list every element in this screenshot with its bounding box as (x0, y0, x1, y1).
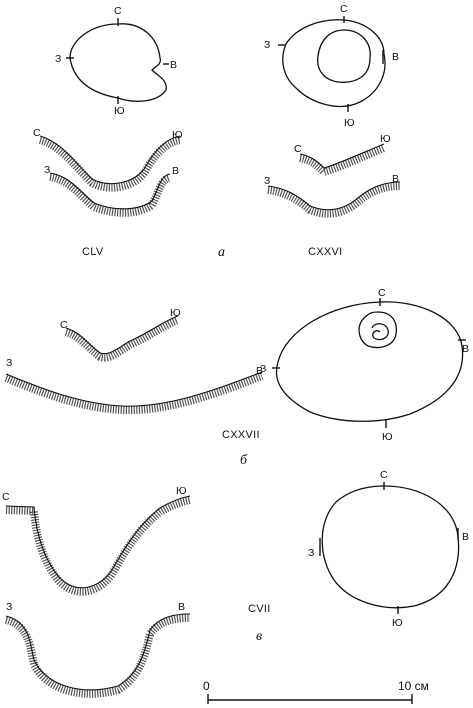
cxxvii-section-label-south: Ю (170, 307, 181, 319)
cxxvii-label-east: В (462, 343, 469, 355)
cxxvii-spiral-outer (358, 311, 398, 349)
specimen-label-cvii: CVII (248, 603, 271, 615)
cxxvii-label-south: Ю (382, 431, 393, 443)
cxxvi-label-east: В (392, 51, 399, 63)
cvii-plan-outline (321, 485, 460, 609)
cvii-label-south: Ю (392, 617, 403, 629)
cxxvi-section-label-south: Ю (380, 133, 391, 145)
cxxvii-sections: С Ю З В (6, 307, 263, 410)
cxxvi-label-north: С (340, 3, 348, 15)
cvii-label-west: З (308, 547, 314, 559)
cxxvi-section-label-west: З (264, 175, 270, 187)
clv-label-south: Ю (114, 105, 125, 117)
cvii-section-ns-fill (6, 500, 190, 592)
cxxvii-section-we-edge (5, 371, 263, 407)
cxxvii-section-label-east: В (256, 365, 263, 377)
cxxvi-plan-inner-outline (317, 29, 371, 83)
cxxvii-plan: С Ю З В (260, 287, 469, 443)
cxxvi-plan: С Ю З В (264, 3, 399, 129)
specimen-label-cxxvii: CXXVII (222, 429, 260, 441)
panel-label-b: б (240, 453, 248, 468)
cvii-sections: С Ю З В (2, 485, 190, 694)
scale-bar: 0 10 см (203, 679, 429, 704)
scale-end-label: 10 см (398, 679, 429, 693)
cxxvii-section-ns-fill (66, 320, 178, 358)
cvii-section-label-west: З (6, 601, 12, 613)
cxxvii-label-west: З (260, 363, 266, 375)
cxxvi-section-ns-fill (300, 148, 384, 172)
cxxvii-section-label-west: З (6, 357, 12, 369)
clv-label-north: С (114, 5, 122, 17)
clv-plan-outline (69, 23, 167, 102)
cxxvi-label-south: Ю (344, 117, 355, 129)
clv-section-label-south: Ю (172, 129, 183, 141)
specimen-label-cxxvi: CXXVI (308, 246, 343, 258)
cxxvii-section-we-fill (6, 376, 262, 410)
cxxvi-label-west: З (264, 39, 270, 51)
clv-label-east: В (170, 59, 177, 71)
cvii-section-label-south: Ю (176, 485, 187, 497)
cxxvii-spiral-inner (371, 323, 389, 341)
panel-label-v: в (256, 629, 262, 644)
cxxvii-spiral-mark (358, 311, 398, 349)
cxxvii-section-ns-edge (65, 315, 179, 355)
clv-section-label-east: В (172, 165, 179, 177)
clv-plan: С Ю З В (55, 5, 177, 117)
cxxvii-plan-outline (275, 301, 464, 422)
clv-label-west: З (55, 53, 61, 65)
cxxvi-plan-outline (282, 19, 386, 108)
clv-section-label-west: З (44, 164, 50, 176)
clv-sections: С Ю З В (33, 127, 183, 213)
cxxvi-section-label-north: С (294, 143, 302, 155)
cxxvii-label-north: С (378, 287, 386, 299)
clv-section-label-north: С (33, 127, 41, 139)
cvii-label-east: В (462, 531, 469, 543)
cxxvi-section-label-east: В (392, 173, 399, 185)
cxxvi-sections: С Ю З В (264, 133, 400, 214)
cvii-label-north: С (380, 469, 388, 481)
cvii-section-label-north: С (2, 491, 10, 503)
cxxvii-section-label-north: С (60, 319, 68, 331)
specimen-label-clv: CLV (82, 246, 104, 258)
cvii-section-label-east: В (178, 601, 185, 613)
panel-label-a: а (218, 245, 225, 260)
scale-start-label: 0 (203, 679, 210, 693)
cvii-section-we-edge (5, 613, 191, 691)
cvii-plan: С Ю З В (308, 469, 469, 629)
